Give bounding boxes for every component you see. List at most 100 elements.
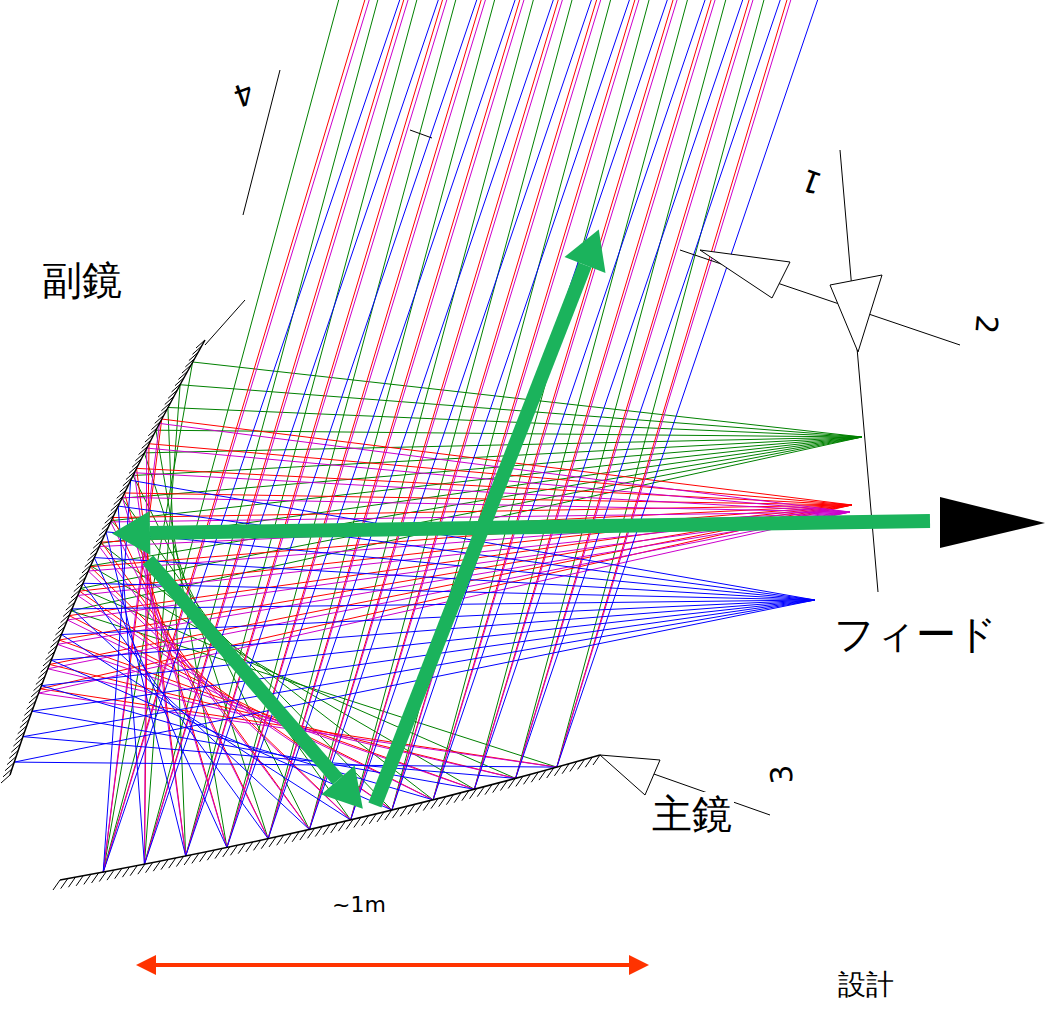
mirror-hatch <box>102 521 111 529</box>
note: 設計 <box>836 970 896 1001</box>
mirror-hatch <box>308 828 315 838</box>
beam-arrow <box>375 265 585 805</box>
mirror-hatch <box>117 490 126 498</box>
ray <box>71 0 862 767</box>
mirror-hatch <box>500 781 507 791</box>
reference-lines <box>205 70 960 815</box>
mirror-hatch <box>570 762 577 772</box>
mirror-hatch <box>92 873 99 883</box>
ray <box>14 0 817 767</box>
mirror-hatch <box>43 658 52 666</box>
ray <box>23 0 815 778</box>
mirror-hatch <box>585 757 592 767</box>
mirror-hatch <box>115 869 122 879</box>
mirror-hatch <box>111 503 120 511</box>
ray <box>144 0 852 864</box>
beam-arrow <box>150 521 930 533</box>
ray <box>156 0 862 848</box>
mirror-hatch <box>446 795 453 805</box>
mirror-hatch <box>1 775 10 783</box>
ray <box>113 0 852 839</box>
ray <box>103 0 815 872</box>
ray <box>39 0 850 767</box>
rays <box>14 0 862 872</box>
mirror-hatch <box>18 726 27 734</box>
mirror-hatch <box>38 670 47 678</box>
mirror-hatch <box>554 766 561 776</box>
mirror-hatch <box>105 515 114 523</box>
mirrors <box>1 340 600 890</box>
mirror-hatch <box>85 559 94 567</box>
ray <box>72 0 815 829</box>
mirror-hatch <box>68 877 75 887</box>
dimension-arrow <box>140 963 645 967</box>
ray <box>106 0 815 856</box>
mirror-hatch <box>123 478 132 486</box>
mirror-hatch <box>562 764 569 774</box>
mirror-hatch <box>331 823 338 833</box>
ray <box>101 0 862 800</box>
mirror-hatch <box>66 602 75 610</box>
mirror-hatch <box>207 850 214 860</box>
mirror-hatch <box>88 553 97 561</box>
mirror-hatch <box>50 639 59 647</box>
reference-tick <box>410 130 432 138</box>
mirror-hatch <box>61 879 68 889</box>
mirror-hatch <box>20 720 29 728</box>
mirror-hatch <box>269 837 276 847</box>
mirror-hatch <box>63 608 72 616</box>
mirror-hatch <box>416 802 423 812</box>
mirror-hatch <box>24 707 33 715</box>
mirror-hatch <box>29 695 38 703</box>
mirror-hatch <box>439 797 446 807</box>
mirror-hatch <box>400 806 407 816</box>
mirror-hatch <box>238 844 245 854</box>
mirror-hatch <box>524 774 531 784</box>
mirror-hatch <box>93 540 102 548</box>
mirror-hatch <box>79 571 88 579</box>
beam-arrowhead <box>112 511 150 555</box>
mirror-hatch <box>153 861 160 871</box>
mirror-hatch <box>122 867 129 877</box>
mirror-hatch <box>5 763 14 771</box>
mirror-hatch <box>516 776 523 786</box>
mirror-hatch <box>27 701 36 709</box>
dimension-label: ~1m <box>330 893 388 917</box>
mirror-hatch <box>61 615 70 623</box>
mirror-hatch <box>169 858 176 868</box>
mirror-hatch <box>108 509 117 517</box>
mirror-hatch <box>22 713 31 721</box>
mirror-hatch <box>277 835 284 845</box>
mirror-hatch <box>13 738 22 746</box>
mirror-hatch <box>246 842 253 852</box>
part-name: 主鏡 <box>650 792 734 836</box>
beam-arrowhead <box>564 230 605 273</box>
mirror-hatch <box>16 732 25 740</box>
beam-arrowhead <box>321 766 362 809</box>
mirror-hatch <box>3 769 12 777</box>
ray <box>69 0 852 800</box>
mirror-hatch <box>96 534 105 542</box>
mirror-hatch <box>362 816 369 826</box>
mirror-hatch <box>261 839 268 849</box>
mirror-hatch <box>423 801 430 811</box>
ray <box>111 0 850 839</box>
mirror-hatch <box>315 827 322 837</box>
mirror-hatch <box>493 783 500 793</box>
mirror-hatch <box>58 621 67 629</box>
ray <box>134 0 850 856</box>
mirror-hatch <box>161 860 168 870</box>
mirror-hatch <box>354 818 361 828</box>
mirror-hatch <box>254 840 261 850</box>
mirror-hatch <box>107 870 114 880</box>
mirror-hatch <box>7 757 16 765</box>
beam-arrow <box>148 560 338 780</box>
mirror-hatch <box>99 528 108 536</box>
mirror-hatch <box>126 472 135 480</box>
ray <box>103 0 852 872</box>
mirror-hatch <box>547 768 554 778</box>
ray <box>81 0 862 778</box>
callout-number: 3 <box>764 762 799 788</box>
